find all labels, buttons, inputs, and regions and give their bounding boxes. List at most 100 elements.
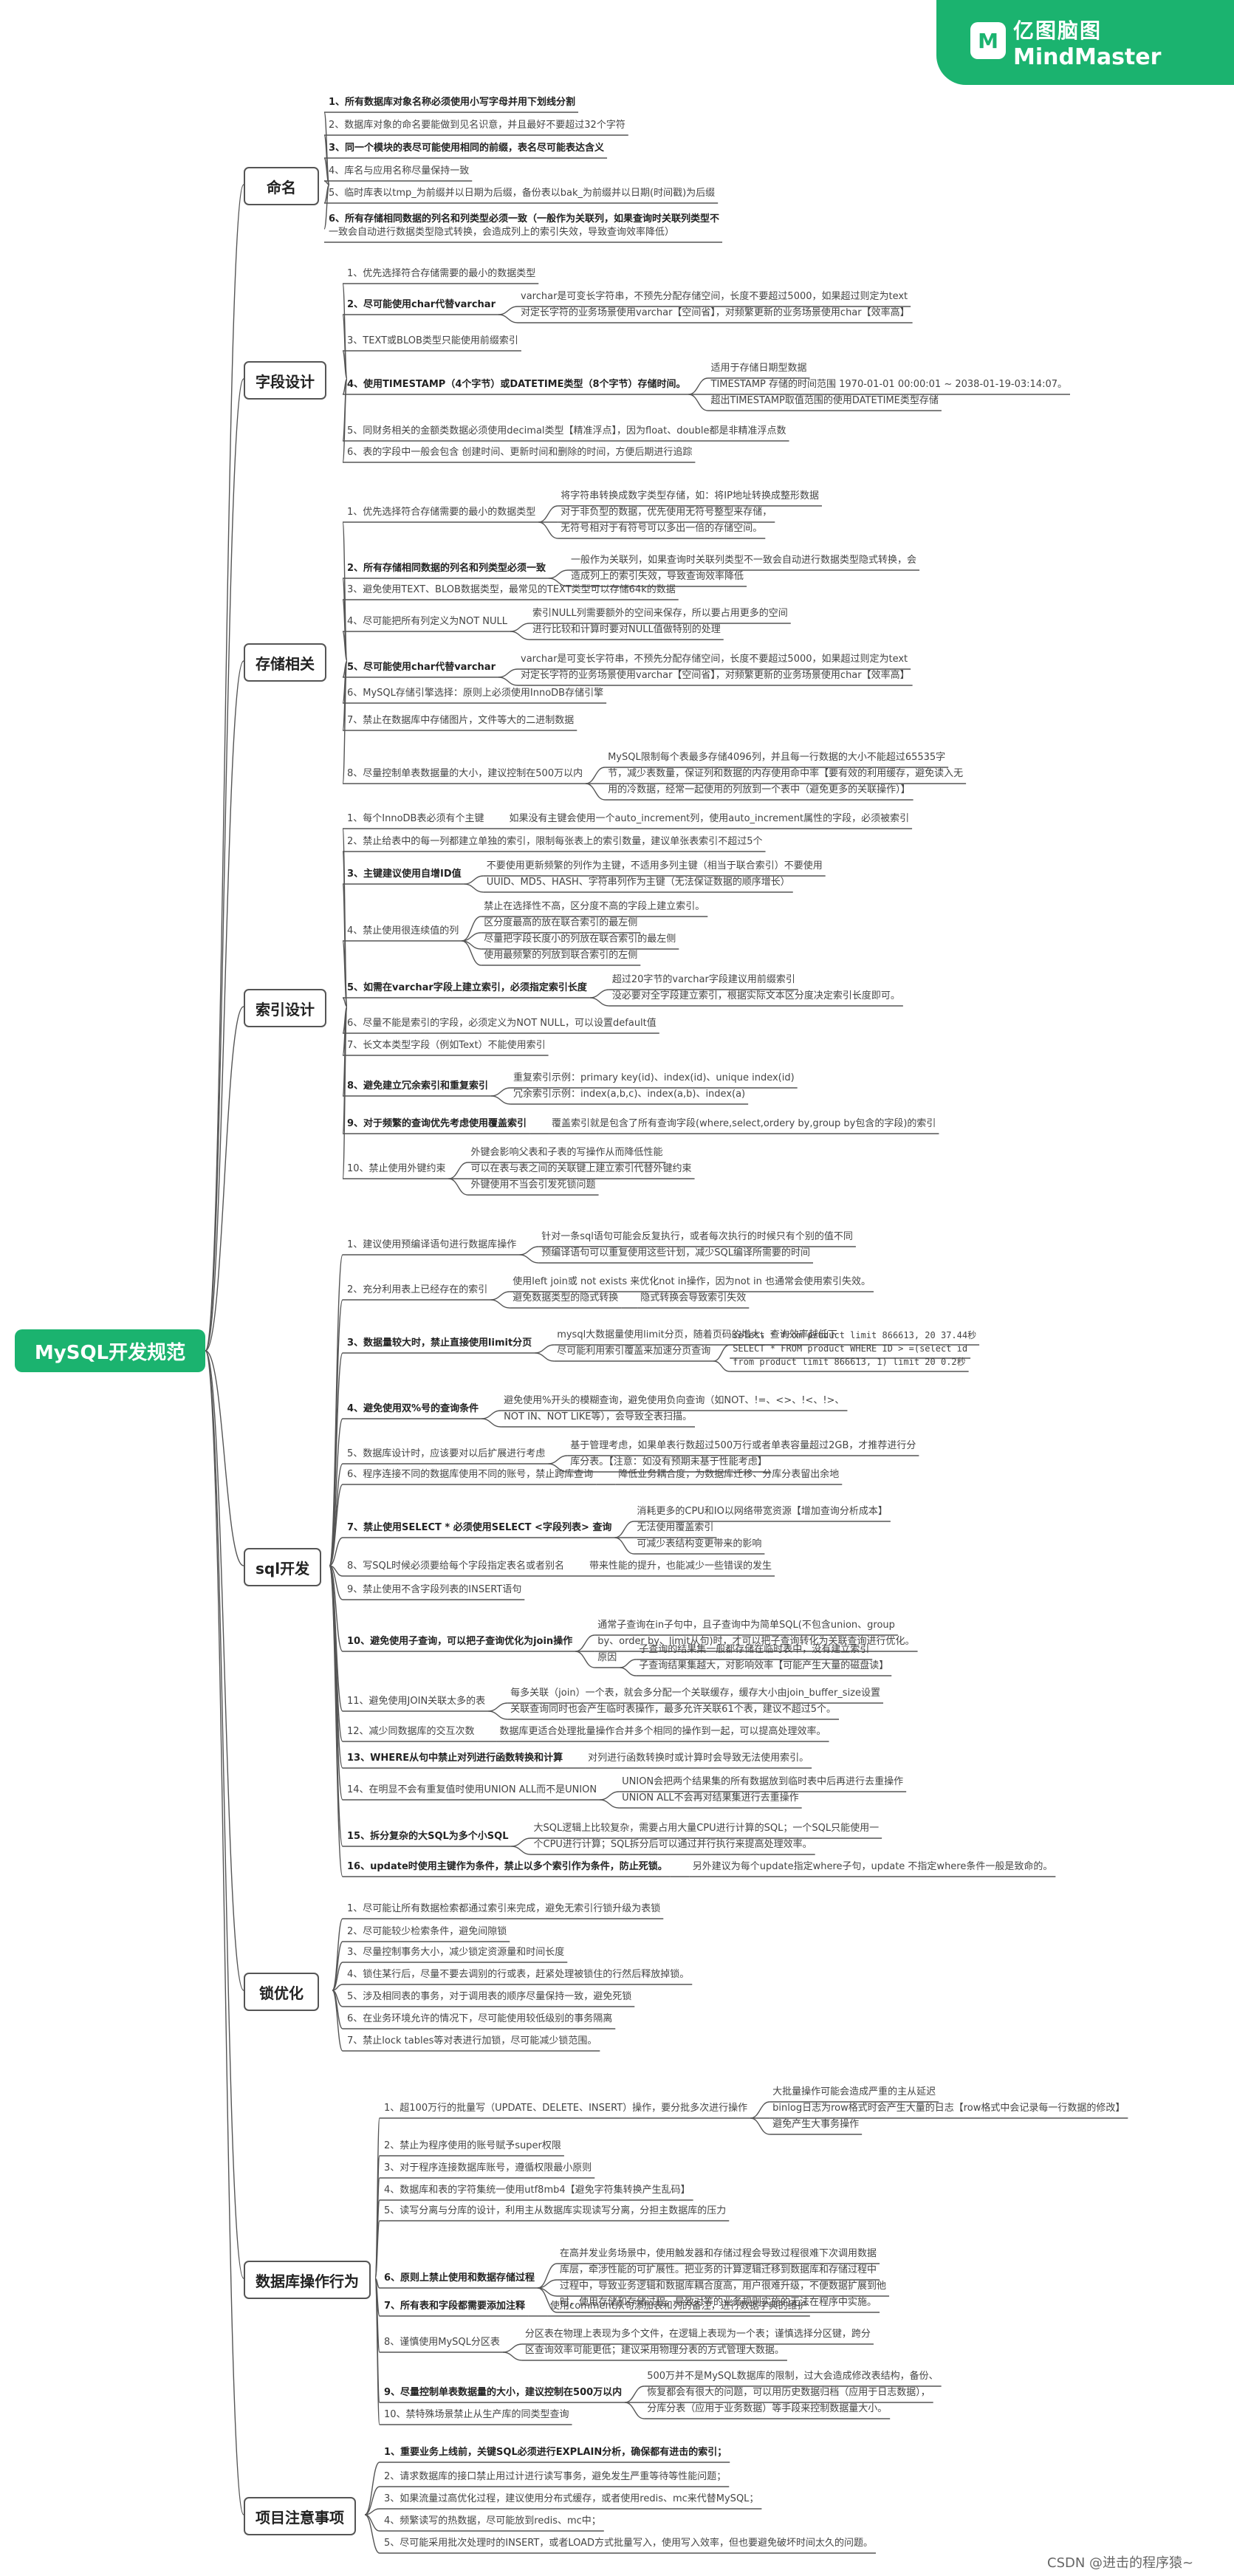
sub-item[interactable]: 尽量把字段长度小的列放在联合索引的最左侧 — [484, 934, 676, 945]
topic-item[interactable]: 13、WHERE从句中禁止对列进行函数转换和计算 — [347, 1753, 563, 1764]
topic-item[interactable]: 5、同财务相关的金额类数据必须使用decimal类型【精准浮点】，因为float… — [347, 425, 786, 436]
topic-item[interactable]: 7、禁止lock tables等对表进行加锁，尽可能减少锁范围。 — [347, 2035, 597, 2046]
topic-item[interactable]: 2、禁止给表中的每一列都建立单独的索引，限制每张表上的索引数量，建议单张表索引不… — [347, 836, 763, 847]
topic-item[interactable]: 1、每个InnoDB表必须有个主键 — [347, 813, 484, 824]
topic-item[interactable]: 4、禁止使用很连续值的列 — [347, 925, 459, 936]
topic-item[interactable]: 3、尽量控制事务大小，减少锁定资源量和时间长度 — [347, 1947, 565, 1958]
sub-item[interactable]: 大批量操作可能会造成严重的主从延迟 — [772, 2086, 936, 2097]
sub-item[interactable]: 无法使用覆盖索引 — [637, 1522, 714, 1533]
topic-item[interactable]: 5、尽可能使用char代替varchar — [347, 662, 496, 673]
sub-item[interactable]: 通常子查询在in子句中，且子查询中为简单SQL(不包含union、group — [597, 1620, 895, 1631]
topic-item[interactable]: 10、避免使用子查询，可以把子查询优化为join操作 — [347, 1636, 573, 1647]
sub-item[interactable]: 500万并不是MySQL数据库的限制，过大会造成修改表结构，备份、 — [647, 2371, 939, 2382]
sub-item[interactable]: 使用最频繁的列放到联合索引的左侧 — [484, 950, 638, 961]
sub-item[interactable]: varchar是可变长字符串，不预先分配存储空间，长度不要超过5000，如果超过… — [521, 654, 908, 665]
sub-item[interactable]: UNION会把两个结果集的所有数据放到临时表中后再进行去重操作 — [622, 1776, 904, 1787]
sub-item[interactable]: 在高并发业务场景中，使用触发器和存储过程会导致过程很难下次调用数据 — [560, 2248, 877, 2259]
code-example[interactable]: from product limit 866613, 1) limit 20 0… — [733, 1357, 966, 1367]
sub-item[interactable]: TIMESTAMP 存储的时间范围 1970-01-01 00:00:01 ~ … — [710, 379, 1067, 390]
sub-item[interactable]: 外键使用不当会引发死锁问题 — [470, 1179, 596, 1191]
category-7[interactable]: 项目注意事项 — [244, 2497, 356, 2535]
topic-item[interactable]: 3、同一个模块的表尽可能使用相同的前缀，表名尽可能表达含义 — [329, 143, 605, 154]
topic-item[interactable]: 5、涉及相同表的事务，对于调用表的顺序尽量保持一致，避免死锁 — [347, 1991, 632, 2002]
sub-item[interactable]: 冗余索引示例：index(a,b,c)、index(a,b)、index(a) — [513, 1089, 746, 1100]
sub-item[interactable]: 可以在表与表之间的关联键上建立索引代替外键约束 — [470, 1163, 692, 1174]
sub-item[interactable]: 区查询效率可能更低；建议采用物理分表的方式管理大数据。 — [524, 2345, 784, 2356]
sub-item[interactable]: 大SQL逻辑上比较复杂，需要占用大量CPU进行计算的SQL；一个SQL只能使用一 — [533, 1823, 880, 1834]
sub-item[interactable]: 数据库更适合处理批量操作合并多个相同的操作到一起，可以提高处理效率。 — [499, 1726, 826, 1737]
topic-item[interactable]: 14、在明显不会有重复值时使用UNION ALL而不是UNION — [347, 1784, 597, 1795]
sub-item[interactable]: 原因 — [597, 1652, 617, 1663]
topic-item[interactable]: 1、重要业务上线前，关键SQL必须进行EXPLAIN分析，确保都有进击的索引； — [384, 2447, 727, 2458]
sub-item[interactable]: 个CPU进行计算；SQL拆分后可以通过并行执行来提高处理效率。 — [533, 1839, 812, 1850]
topic-item[interactable]: 6、原则上禁止使用和数据存储过程 — [384, 2272, 535, 2284]
sub-item[interactable]: 尽可能利用索引覆盖来加速分页查询 — [557, 1346, 711, 1357]
topic-item[interactable]: 8、尽量控制单表数据量的大小，建议控制在500万以内 — [347, 768, 583, 779]
sub-item[interactable]: 如果没有主键会使用一个auto_increment列，使用auto_increm… — [509, 813, 910, 824]
category-3[interactable]: 索引设计 — [244, 989, 326, 1027]
reason-item[interactable]: 子查询结果集越大，对影响效率【可能产生大量的磁盘读】 — [639, 1660, 889, 1671]
sub-item[interactable]: 每多关联（join）一个表，就会多分配一个关联缓存，缓存大小由join_buff… — [510, 1688, 881, 1699]
topic-item[interactable]: 2、禁止为程序使用的账号赋予super权限 — [384, 2140, 561, 2151]
sub-item[interactable]: 不要使用更新频繁的列作为主键，不适用多列主键（相当于联合索引）不要使用 — [486, 860, 823, 871]
topic-item[interactable]: 3、TEXT或BLOB类型只能使用前缀索引 — [347, 335, 518, 346]
topic-item[interactable]: 7、禁止使用SELECT * 必须使用SELECT <字段列表> 查询 — [347, 1522, 612, 1533]
topic-item[interactable]: 1、优先选择符合存储需要的最小的数据类型 — [347, 507, 536, 518]
sub-item[interactable]: 无符号相对于有符号可以多出一倍的存储空间。 — [561, 523, 763, 534]
category-6[interactable]: 数据库操作行为 — [244, 2261, 371, 2299]
sub-item[interactable]: 时，使用存储和存储过程，导致对等的业务规则实施的无法在程序中实施。 — [560, 2297, 877, 2308]
sub-item[interactable]: 对列进行函数转换时或计算时会导致无法使用索引。 — [588, 1753, 809, 1764]
sub-item[interactable]: MySQL限制每个表最多存储4096列，并且每一行数据的大小不能超过65535字 — [608, 752, 946, 763]
sub-item[interactable]: 节，减少表数量，保证列和数据的内存使用命中率【要有效的利用缓存，避免读入无 — [608, 768, 964, 779]
category-1[interactable]: 字段设计 — [244, 361, 326, 400]
sub-item[interactable]: 预编译语句可以重复使用这些计划，减少SQL编译所需要的时间 — [541, 1247, 811, 1258]
sub-item[interactable]: 进行比较和计算时要对NULL值做特别的处理 — [532, 624, 721, 635]
topic-item[interactable]: 1、尽可能让所有数据检索都通过索引来完成，避免无索引行锁升级为表锁 — [347, 1903, 661, 1914]
sub-item[interactable]: 没必要对全字段建立索引，根据实际文本区分度决定索引长度即可。 — [611, 990, 900, 1001]
topic-item[interactable]: 5、数据库设计时，应该要对以后扩展进行考虑 — [347, 1448, 546, 1459]
sub-item[interactable]: 超出TIMESTAMP取值范围的使用DATETIME类型存储 — [710, 395, 939, 406]
topic-item[interactable]: 1、超100万行的批量写（UPDATE、DELETE、INSERT）操作，要分批… — [384, 2103, 748, 2114]
sub-sub-item[interactable]: 隐式转换会导致索引失效 — [640, 1292, 747, 1304]
topic-item[interactable]: 6、表的字段中一般会包含 创建时间、更新时间和删除的时间，方便后期进行追踪 — [347, 447, 693, 458]
sub-item[interactable]: 避免产生大事务操作 — [772, 2119, 860, 2130]
topic-item[interactable]: 4、使用TIMESTAMP（4个字节）或DATETIME类型（8个字节）存储时间… — [347, 379, 686, 390]
sub-item[interactable]: binlog日志为row格式时会产生大量的日志【row格式中会记录每一行数据的修… — [772, 2103, 1125, 2114]
sub-item[interactable]: 外键会影响父表和子表的写操作从而降低性能 — [470, 1147, 663, 1158]
topic-item[interactable]: 11、避免使用JOIN关联太多的表 — [347, 1696, 486, 1707]
topic-item[interactable]: 4、频繁读写的热数据，尽可能放到redis、mc中； — [384, 2515, 601, 2527]
topic-item[interactable]: 4、尽可能把所有列定义为NOT NULL — [347, 616, 508, 627]
sub-item[interactable]: mysql大数据量使用limit分页，随着页码的增大，查询效率越低下 — [557, 1329, 837, 1340]
sub-item[interactable]: 区分度最高的放在联合索引的最左侧 — [484, 917, 638, 928]
sub-item[interactable]: 库层，牵涉性能的可扩展性。把业务的计算逻辑迁移到数据库和存储过程中 — [560, 2264, 877, 2275]
sub-item[interactable]: NOT IN、NOT LIKE等），会导致全表扫描。 — [504, 1411, 693, 1422]
category-5[interactable]: 锁优化 — [244, 1973, 319, 2011]
sub-item[interactable]: 重复索引示例：primary key(id)、index(id)、unique … — [513, 1072, 795, 1083]
topic-item[interactable]: 6、程序连接不同的数据库使用不同的账号，禁止跨库查询 — [347, 1469, 594, 1480]
topic-item[interactable]: 3、对于程序连接数据库账号，遵循权限最小原则 — [384, 2162, 592, 2174]
sub-item[interactable]: UNION ALL不会再对结果集进行去重操作 — [622, 1792, 799, 1803]
sub-item[interactable]: 分库分表（应用于业务数据）等手段来控制数据量大小。 — [647, 2403, 888, 2414]
topic-item[interactable]: 9、禁止使用不含字段列表的INSERT语句 — [347, 1584, 522, 1595]
topic-item[interactable]: 2、请求数据库的接口禁止用过计进行读写事务，避免发生严重等待等性能问题； — [384, 2471, 727, 2482]
sub-item[interactable]: 将字符串转换成数字类型存储，如：将IP地址转换成整形数据 — [561, 490, 819, 501]
topic-item[interactable]: 7、所有表和字段都需要添加注释 — [384, 2301, 526, 2312]
topic-item[interactable]: 4、锁住某行后，尽量不要去调别的行或表，赶紧处理被锁住的行然后释放掉锁。 — [347, 1969, 690, 1980]
sub-item[interactable]: 另外建议为每个update指定where子句，update 不指定where条件… — [692, 1861, 1053, 1872]
topic-item[interactable]: 2、所有存储相同数据的列名和列类型必须一致 — [347, 563, 546, 574]
sub-item[interactable]: 禁止在选择性不高，区分度不高的字段上建立索引。 — [484, 901, 705, 912]
sub-item[interactable]: 一般作为关联列，如果查询时关联列类型不一致会自动进行数据类型隐式转换，会 — [571, 555, 917, 566]
root-topic[interactable]: MySQL开发规范 — [15, 1329, 205, 1372]
topic-item[interactable]: 3、数据量较大时，禁止直接使用limit分页 — [347, 1337, 532, 1349]
sub-item[interactable]: 使用left join或 not exists 来优化not in操作，因为no… — [513, 1276, 871, 1287]
topic-item[interactable]: 16、update时使用主键作为条件，禁止以多个索引作为条件，防止死锁。 — [347, 1861, 668, 1872]
topic-item[interactable]: 10、禁特殊场景禁止从生产库的同类型查询 — [384, 2409, 569, 2420]
sub-item[interactable]: 基于管理考虑，如果单表行数超过500万行或者单表容量超过2GB，才推荐进行分 — [570, 1440, 916, 1451]
sub-item[interactable]: 关联查询同时也会产生临时表操作，最多允许关联61个表，建议不超过5个。 — [510, 1704, 836, 1715]
category-2[interactable]: 存储相关 — [244, 643, 326, 682]
topic-item[interactable]: 5、尽可能采用批次处理时的INSERT，或者LOAD方式批量写入，使用写入效率，… — [384, 2538, 874, 2549]
code-example[interactable]: SELECT * FROM product WHERE ID > =(selec… — [733, 1343, 968, 1354]
sub-item[interactable]: 消耗更多的CPU和IO以网络带宽资源【增加查询分析成本】 — [637, 1506, 888, 1517]
reason-item[interactable]: 子查询的结果集一般都存储在临时表中，没有建立索引 — [639, 1644, 870, 1655]
topic-item[interactable]: 5、临时库表以tmp_为前缀并以日期为后缀，备份表以bak_为前缀并以日期(时间… — [329, 188, 716, 199]
